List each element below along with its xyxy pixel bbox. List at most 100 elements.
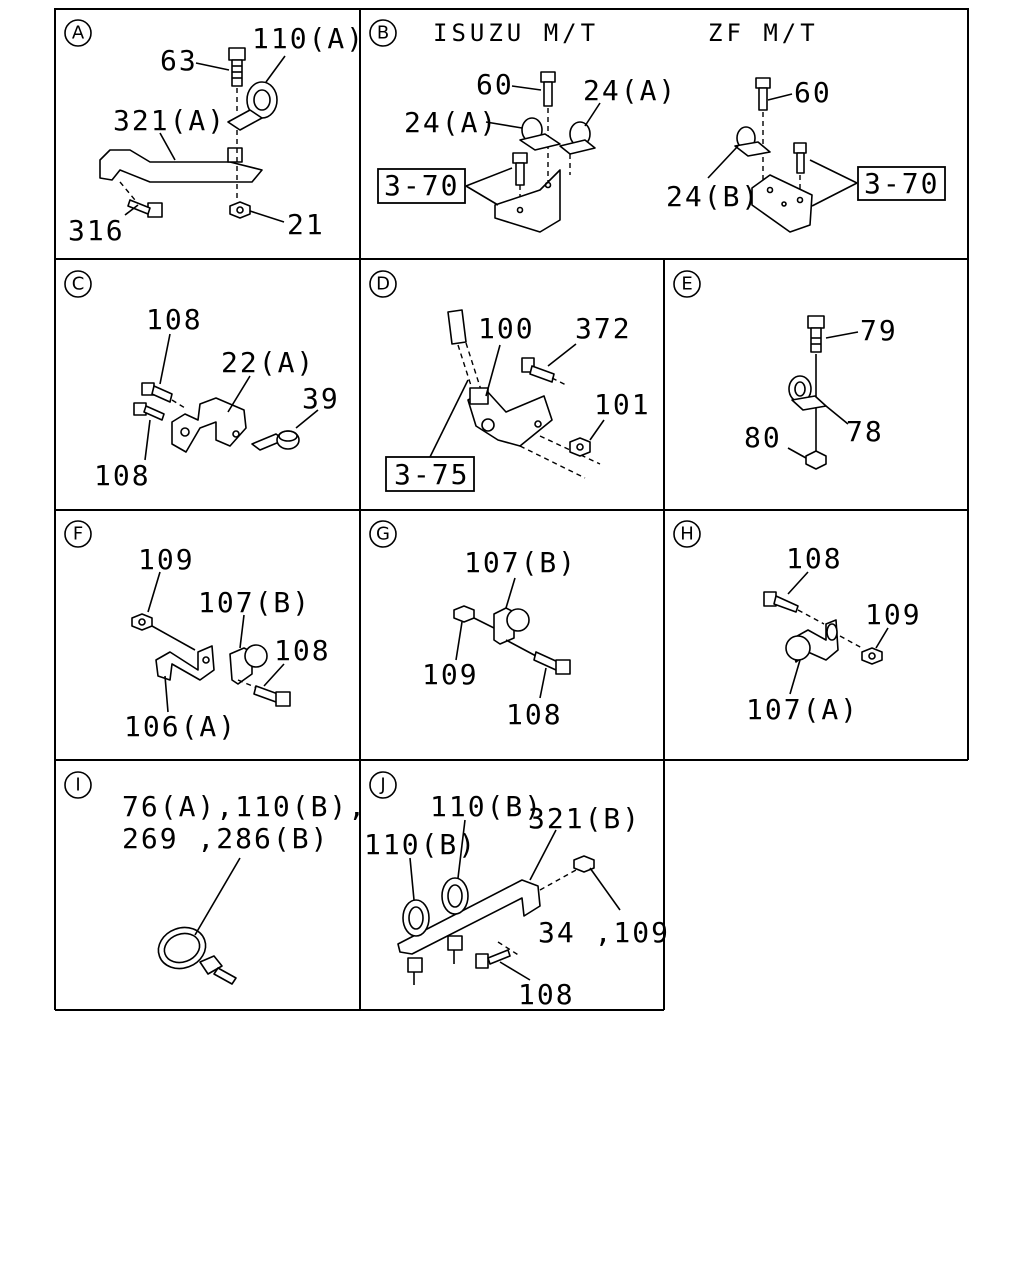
part-label: 60 — [794, 76, 832, 109]
variant-header: ISUZU M/T — [433, 19, 599, 47]
nut-icon — [861, 647, 883, 665]
panel-letter: D — [376, 274, 390, 295]
bolt-icon — [512, 152, 528, 186]
panel-letter-circle — [64, 270, 92, 298]
clip-icon — [785, 619, 839, 663]
part-label: 108 — [506, 698, 563, 731]
bolt-icon — [807, 315, 825, 353]
variant-header: ZF M/T — [708, 19, 819, 47]
part-label: 63 — [160, 44, 198, 77]
cap-clip-icon — [251, 430, 300, 451]
nut-icon — [453, 605, 475, 623]
part-label: 106(A) — [124, 710, 237, 743]
cable-tie-icon — [402, 899, 430, 985]
reference-label: 3-75 — [394, 458, 469, 491]
panel-letter-circle — [673, 270, 701, 298]
clip-icon — [519, 117, 561, 151]
panel-letter-circle — [369, 771, 397, 799]
bolt-icon — [228, 47, 246, 87]
part-label: 372 — [575, 312, 632, 345]
clip-icon — [734, 126, 771, 157]
reference-box — [377, 168, 466, 204]
panel-letter-circle — [673, 520, 701, 548]
bolt-icon — [253, 685, 291, 707]
bolt-icon — [763, 591, 799, 613]
panel-a: A — [64, 19, 365, 247]
part-label: 109 — [422, 658, 479, 691]
part-label: 107(B) — [464, 546, 577, 579]
reference-label: 3-70 — [384, 169, 459, 202]
nut-icon — [131, 613, 153, 631]
part-label: 24(A) — [404, 106, 498, 139]
panel-letter: A — [72, 23, 85, 44]
reference-box — [857, 166, 946, 201]
clip-icon — [788, 375, 827, 411]
part-label: 107(A) — [746, 693, 859, 726]
panel-j: J 110(B) 321(B) 1 — [364, 771, 668, 1011]
pipe-icon — [447, 309, 483, 396]
nut-icon — [805, 450, 827, 470]
part-label: 108 — [94, 459, 151, 492]
panel-b: B ISUZU M/T ZF M/T — [369, 19, 946, 233]
panel-letter: J — [379, 775, 385, 796]
part-label: 109 — [865, 598, 922, 631]
part-label: 60 — [476, 68, 514, 101]
part-label: 22(A) — [221, 346, 315, 379]
part-label: 39 — [302, 382, 340, 415]
part-label: 269 ,286(B) — [122, 822, 329, 855]
part-label: 100 — [478, 312, 535, 345]
part-label: 109 — [138, 543, 195, 576]
panel-grid — [54, 8, 969, 1011]
bolt-icon — [133, 402, 165, 421]
panel-letter-circle — [64, 520, 92, 548]
part-label: 108 — [274, 634, 331, 667]
part-label: 24(B) — [666, 180, 760, 213]
part-label: 78 — [846, 415, 884, 448]
panel-letter-circle — [369, 270, 397, 298]
nut-icon — [569, 437, 591, 457]
panel-f: F 109 107(B) 108 106(A) — [64, 520, 331, 743]
panel-d: D 100 372 101 3-75 — [369, 270, 651, 492]
panel-letter: E — [681, 274, 692, 295]
panel-letter: H — [680, 524, 694, 545]
panel-letter: B — [377, 23, 389, 44]
cable-tie-icon — [441, 877, 469, 964]
bracket-icon — [99, 147, 263, 183]
part-label: 21 — [287, 208, 325, 241]
bolt-icon — [141, 382, 173, 403]
panel-g: G 107(B) 109 108 — [369, 520, 577, 731]
bolt-icon — [127, 199, 163, 218]
part-label: 80 — [744, 421, 782, 454]
bolt-icon — [793, 142, 807, 174]
panel-h: H 108 109 107(A) — [673, 520, 922, 726]
clip-icon — [559, 121, 596, 155]
bolt-icon — [755, 77, 771, 111]
panel-letter: I — [75, 775, 80, 796]
part-label: 101 — [594, 388, 651, 421]
panel-letter: C — [72, 274, 85, 295]
bolt-icon — [475, 949, 511, 969]
panel-letter: G — [376, 524, 390, 545]
panel-letter: F — [73, 524, 83, 545]
panel-e: E 79 78 80 — [673, 270, 898, 470]
panel-letter-circle — [64, 19, 92, 47]
part-label: 79 — [860, 314, 898, 347]
frame-member-icon — [494, 169, 561, 233]
bolt-icon — [521, 357, 555, 383]
part-label: 110(A) — [252, 22, 365, 55]
part-label: 110(B) — [364, 828, 477, 861]
bracket-icon — [155, 645, 215, 681]
frame-member-icon — [751, 174, 813, 233]
panel-letter-circle — [64, 771, 92, 799]
bracket-icon — [397, 879, 541, 955]
clip-icon — [493, 607, 530, 645]
part-label: 108 — [786, 542, 843, 575]
panel-letter-circle — [369, 19, 397, 47]
reference-label: 3-70 — [864, 167, 939, 200]
part-label: 321(B) — [528, 802, 641, 835]
panel-i: I 76(A),110(B), 269 ,286(B) — [64, 771, 365, 985]
bolt-icon — [533, 651, 571, 675]
part-label: 24(A) — [583, 74, 677, 107]
part-label: 108 — [146, 303, 203, 336]
